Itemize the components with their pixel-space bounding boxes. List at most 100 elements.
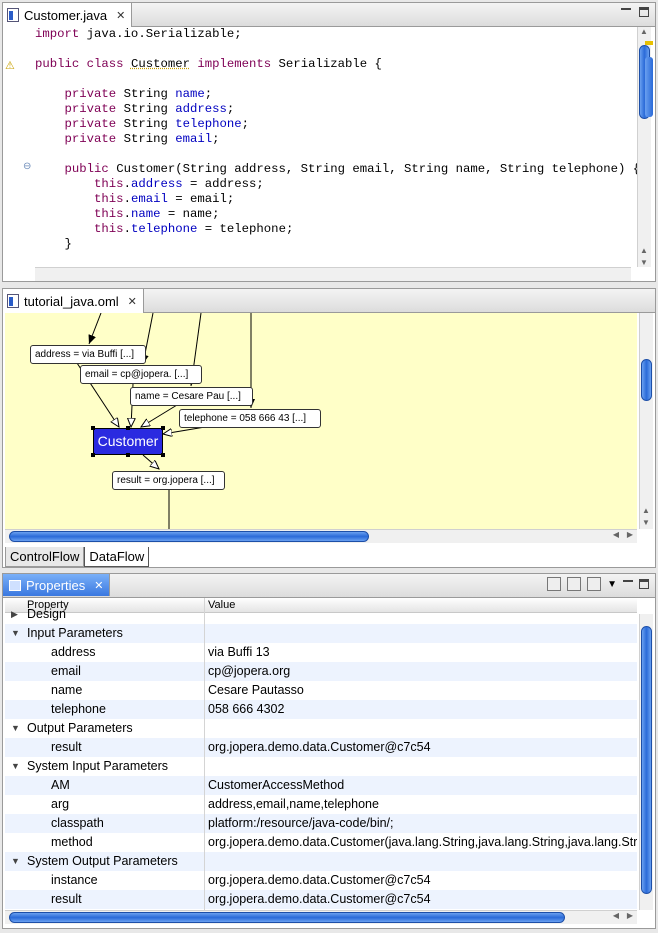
collapse-icon[interactable]: ⊖ (23, 161, 32, 172)
show-categories-icon[interactable] (547, 577, 562, 591)
minimize-button[interactable] (623, 579, 633, 589)
property-value[interactable]: org.jopera.demo.data.Customer(java.lang.… (208, 835, 637, 849)
property-value[interactable]: Cesare Pautasso (208, 683, 304, 697)
properties-horizontal-scrollbar[interactable]: ◀ ▶ (5, 910, 637, 924)
scroll-down-icon[interactable]: ▼ (640, 258, 648, 267)
diagram-vertical-scrollbar[interactable]: ▲ ▼ (639, 313, 653, 529)
scroll-up-icon[interactable]: ▲ (642, 506, 650, 515)
scrollbar-thumb[interactable] (9, 531, 369, 542)
code-token: this (94, 192, 124, 206)
property-key: arg (51, 797, 70, 811)
property-row[interactable]: result org.jopera.demo.data.Customer@c7c5… (5, 738, 637, 757)
property-key: result (51, 892, 82, 906)
property-key: classpath (51, 816, 104, 830)
property-key: System Output Parameters (27, 854, 178, 868)
property-value[interactable]: cp@jopera.org (208, 664, 291, 678)
properties-vertical-scrollbar[interactable] (639, 614, 653, 910)
property-key: result (51, 740, 82, 754)
scroll-left-icon[interactable]: ◀ (612, 911, 619, 920)
property-row[interactable]: result org.jopera.demo.data.Customer@c7c5… (5, 890, 637, 909)
code-token: } (35, 237, 72, 251)
property-category-row[interactable]: ▼ System Output Parameters (5, 852, 637, 871)
property-category-row[interactable]: ▼System Input Parameters (5, 757, 637, 776)
scroll-up-icon[interactable]: ▲ (640, 246, 648, 255)
property-value[interactable]: address,email,name,telephone (208, 797, 379, 811)
editor-tab-label: Customer.java (24, 7, 108, 23)
show-advanced-icon[interactable] (567, 577, 582, 591)
diagram-horizontal-scrollbar[interactable]: ◀ ▶ (5, 529, 637, 543)
code-token (35, 132, 65, 146)
node-result[interactable]: result = org.jopera [...] (112, 471, 225, 490)
code-line: this.email = email; (35, 192, 627, 207)
editor-horizontal-scrollbar[interactable] (35, 267, 631, 281)
maximize-button[interactable] (639, 579, 649, 589)
tab-dataflow[interactable]: DataFlow (84, 547, 150, 567)
code-token (35, 222, 94, 236)
property-category-row[interactable]: ▼Output Parameters (5, 719, 637, 738)
code-token: ; (212, 132, 220, 146)
node-address[interactable]: address = via Buffi [...] (30, 345, 146, 364)
code-token: public (64, 162, 109, 176)
property-row[interactable]: instance org.jopera.demo.data.Customer@c7… (5, 871, 637, 890)
tab-controlflow[interactable]: ControlFlow (5, 547, 85, 567)
collapse-icon[interactable]: ▶ (11, 609, 18, 619)
property-key: instance (51, 873, 98, 887)
tab-tutorial-oml[interactable]: tutorial_java.oml ✕ (3, 289, 144, 313)
scroll-down-icon[interactable]: ▼ (642, 518, 650, 527)
scroll-up-icon[interactable]: ▲ (640, 27, 648, 36)
overview-warning-marker[interactable] (645, 41, 653, 45)
maximize-button[interactable] (639, 7, 649, 17)
scroll-left-icon[interactable]: ◀ (612, 530, 619, 539)
property-value[interactable]: platform:/resource/java-code/bin/; (208, 816, 394, 830)
expand-icon[interactable]: ▼ (11, 856, 20, 866)
property-value[interactable]: org.jopera.demo.data.Customer@c7c54 (208, 892, 431, 906)
code-token (35, 207, 94, 221)
node-name[interactable]: name = Cesare Pau [...] (130, 387, 253, 406)
scroll-right-icon[interactable]: ▶ (626, 530, 633, 539)
scrollbar-thumb[interactable] (641, 359, 652, 401)
column-header-property[interactable]: Property (27, 599, 69, 611)
view-menu-icon[interactable]: ▼ (607, 578, 617, 590)
property-value[interactable]: 058 666 4302 (208, 702, 285, 716)
tab-customer-java[interactable]: Customer.java ✕ (3, 3, 133, 27)
node-customer[interactable]: Customer (91, 426, 165, 457)
close-icon[interactable]: ✕ (127, 295, 137, 308)
oml-file-icon (7, 294, 19, 308)
code-area[interactable]: import java.io.Serializable;public class… (35, 27, 640, 267)
expand-icon[interactable]: ▼ (11, 723, 20, 733)
overview-ruler (645, 57, 653, 117)
property-row[interactable]: arg address,email,name,telephone (5, 795, 637, 814)
restore-default-icon[interactable] (587, 577, 602, 591)
dataflow-canvas[interactable]: address = via Buffi [...] email = cp@jop… (5, 313, 637, 529)
property-row[interactable]: classpath platform:/resource/java-code/bi… (5, 814, 637, 833)
expand-icon[interactable]: ▼ (11, 761, 20, 771)
scroll-right-icon[interactable]: ▶ (626, 911, 633, 920)
property-key: Input Parameters (27, 626, 123, 640)
property-value[interactable]: org.jopera.demo.data.Customer@c7c54 (208, 873, 431, 887)
scrollbar-thumb[interactable] (641, 626, 652, 894)
expand-icon[interactable]: ▼ (11, 628, 20, 638)
property-category-row[interactable]: ▼ Input Parameters (5, 624, 637, 643)
properties-table-header: Property Value (5, 598, 637, 613)
node-email[interactable]: email = cp@jopera. [...] (80, 365, 202, 384)
tab-properties[interactable]: Properties ✕ (3, 574, 111, 596)
code-token: telephone (130, 222, 198, 236)
property-value[interactable]: org.jopera.demo.data.Customer@c7c54 (208, 740, 431, 754)
node-telephone[interactable]: telephone = 058 666 43 [...] (179, 409, 321, 428)
property-value[interactable]: CustomerAccessMethod (208, 778, 345, 792)
minimize-button[interactable] (621, 7, 631, 17)
property-value[interactable]: via Buffi 13 (208, 645, 270, 659)
code-token: java.io.Serializable; (79, 27, 242, 41)
property-category-row[interactable]: ▶Design (5, 605, 637, 624)
column-header-value[interactable]: Value (208, 599, 236, 611)
close-icon[interactable]: ✕ (116, 9, 126, 22)
close-icon[interactable]: ✕ (94, 579, 104, 592)
scrollbar-thumb[interactable] (9, 912, 565, 923)
